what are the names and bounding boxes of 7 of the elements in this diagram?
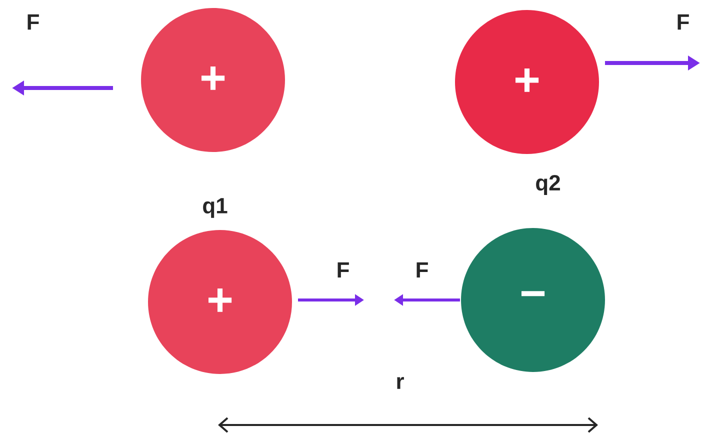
force-label: F — [678, 14, 689, 30]
force-label: F — [28, 14, 39, 30]
force-label: q2 — [536, 175, 560, 195]
force-label: r — [397, 377, 404, 389]
force-label: q1 — [203, 198, 228, 218]
force-label: F — [338, 262, 349, 278]
force-label: F — [416, 262, 428, 278]
